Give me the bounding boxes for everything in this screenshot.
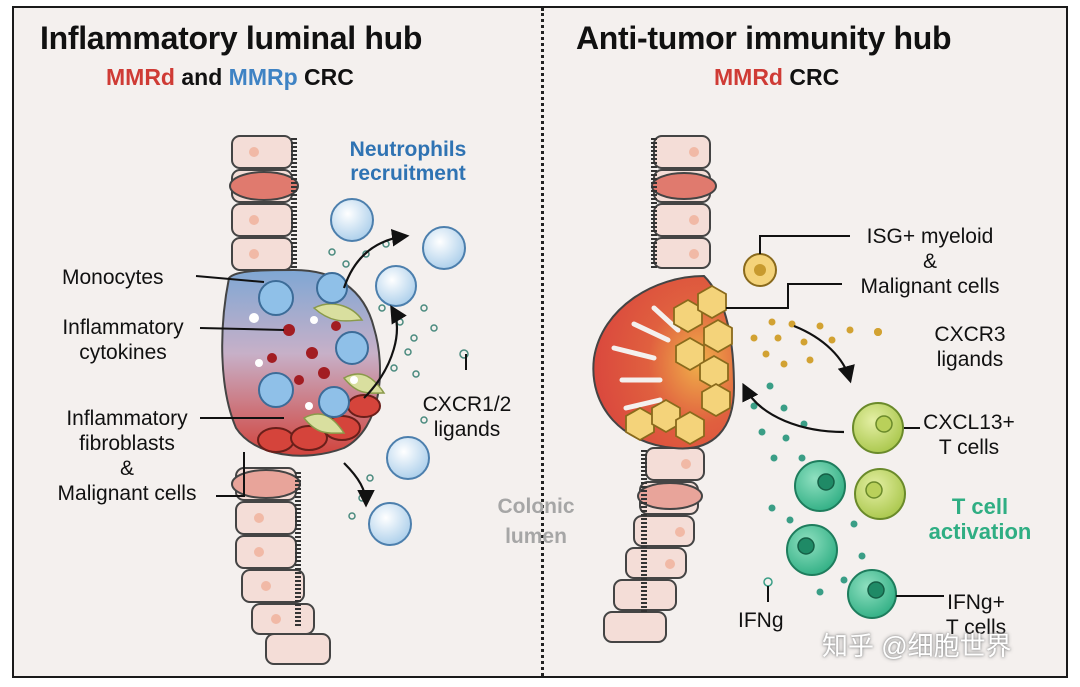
- inflammatory-cytokines-label: Inflammatory cytokines: [38, 315, 208, 365]
- cxcr3-ligands-label: CXCR3 ligands: [920, 322, 1020, 372]
- isg-myeloid-label: ISG+ myeloid & Malignant cells: [846, 224, 1014, 299]
- right-subtitle-crc: CRC: [782, 64, 840, 90]
- tcell-line2: activation: [928, 519, 1032, 544]
- monocytes-label: Monocytes: [62, 266, 164, 289]
- right-panel-title: Anti-tumor immunity hub: [576, 20, 952, 56]
- ifng-t-line1: IFNg+: [947, 591, 1005, 614]
- right-panel-subtitle: MMRd CRC: [714, 64, 839, 91]
- cxcr12-line2: ligands: [433, 418, 501, 441]
- fibroblasts-line2: fibroblasts: [79, 432, 175, 455]
- cytokines-line1: Inflammatory: [62, 316, 184, 339]
- fibroblasts-malignant-label: Inflammatory fibroblasts & Malignant cel…: [32, 406, 222, 506]
- cxcr3-line2: ligands: [936, 348, 1004, 371]
- t-cells: [786, 402, 906, 619]
- tcell-line1: T cell: [951, 494, 1009, 519]
- neutrophils: [330, 198, 466, 546]
- neutrophils-line1: Neutrophils: [349, 138, 467, 161]
- lumen-line2: lumen: [505, 525, 567, 548]
- isg-line1: ISG+ myeloid: [866, 225, 994, 248]
- ifng-label: IFNg: [738, 609, 784, 632]
- right-mmrd-tag: MMRd: [714, 64, 783, 90]
- cxcl13-line2: T cells: [938, 436, 1000, 459]
- fibroblasts-line3: &: [119, 457, 134, 480]
- left-panel-subtitle: MMRd and MMRp CRC: [106, 64, 354, 91]
- subtitle-crc: CRC: [297, 64, 354, 90]
- mmrp-tag: MMRp: [228, 64, 298, 90]
- ifng-t-line2: T cells: [945, 616, 1007, 639]
- isg-line3: Malignant cells: [860, 275, 1000, 298]
- isg-line2: &: [922, 250, 937, 273]
- left-crypt: [221, 135, 386, 665]
- neutrophils-recruitment-label: Neutrophils recruitment: [334, 138, 482, 186]
- ifng-tcells-label: IFNg+ T cells: [926, 590, 1026, 640]
- colonic-lumen-label: Colonic lumen: [476, 492, 596, 552]
- fibroblasts-line4: Malignant cells: [57, 482, 197, 505]
- lumen-line1: Colonic: [497, 495, 575, 518]
- left-panel-title: Inflammatory luminal hub: [40, 20, 423, 56]
- cxcl13-line1: CXCL13+: [923, 411, 1015, 434]
- cxcr12-ligands-label: CXCR1/2 ligands: [412, 392, 522, 442]
- subtitle-and: and: [174, 64, 229, 90]
- mmrd-tag: MMRd: [106, 64, 175, 90]
- watermark: 知乎 @细胞世界: [822, 631, 1012, 661]
- cxcr3-line1: CXCR3: [934, 323, 1006, 346]
- cxcr3-ligand-dots: [750, 318, 882, 368]
- panel-divider: [541, 8, 544, 676]
- cytokines-line2: cytokines: [79, 341, 167, 364]
- cxcr12-line1: CXCR1/2: [422, 393, 512, 416]
- right-crypt: [592, 135, 777, 643]
- cxcl13-tcells-label: CXCL13+ T cells: [914, 410, 1024, 460]
- fibroblasts-line1: Inflammatory: [66, 407, 188, 430]
- figure-frame: Inflammatory luminal hub MMRd and MMRp C…: [12, 6, 1068, 678]
- diagram-artwork: [195, 135, 944, 665]
- neutrophils-line2: recruitment: [350, 162, 466, 185]
- tcell-activation-label: T cell activation: [920, 494, 1040, 544]
